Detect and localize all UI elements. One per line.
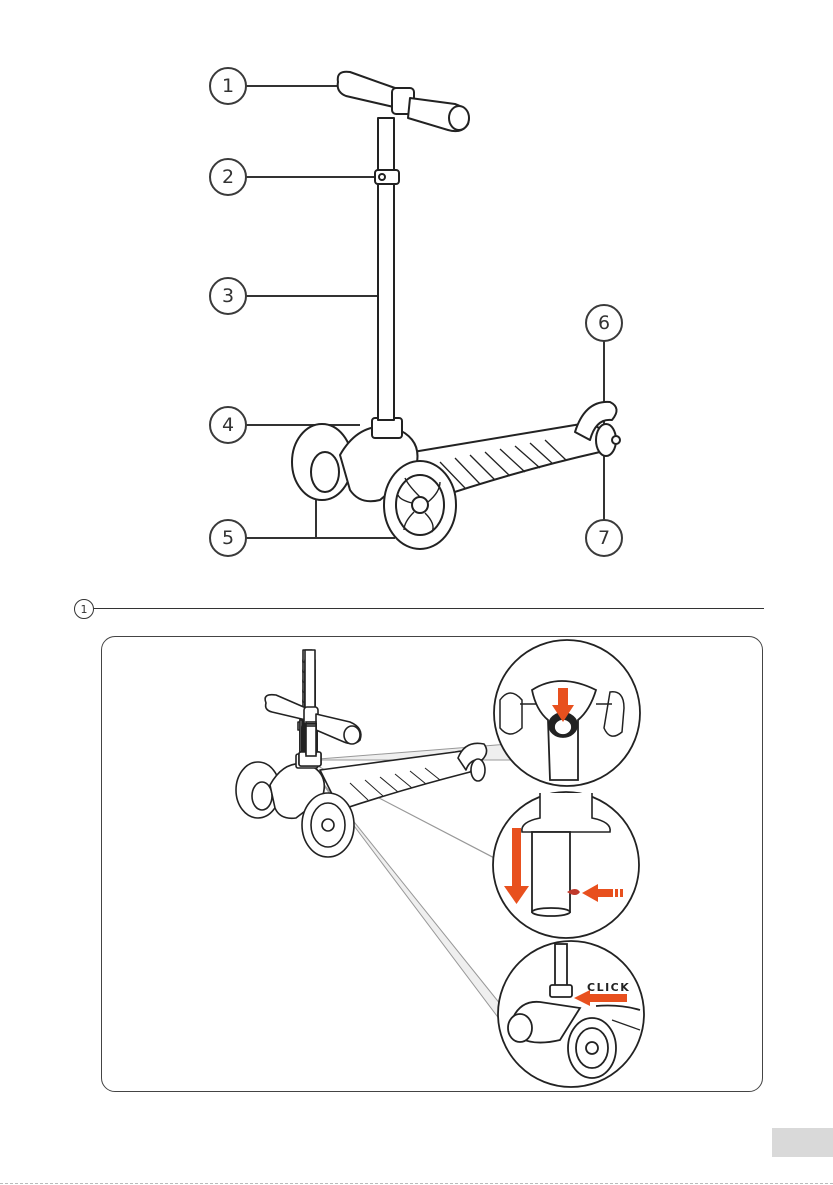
click-label: CLICK bbox=[587, 981, 630, 994]
page-edge-dashes bbox=[0, 1183, 833, 1184]
zoom-detail-bottom bbox=[498, 941, 644, 1087]
page-tab-marker bbox=[772, 1128, 833, 1157]
